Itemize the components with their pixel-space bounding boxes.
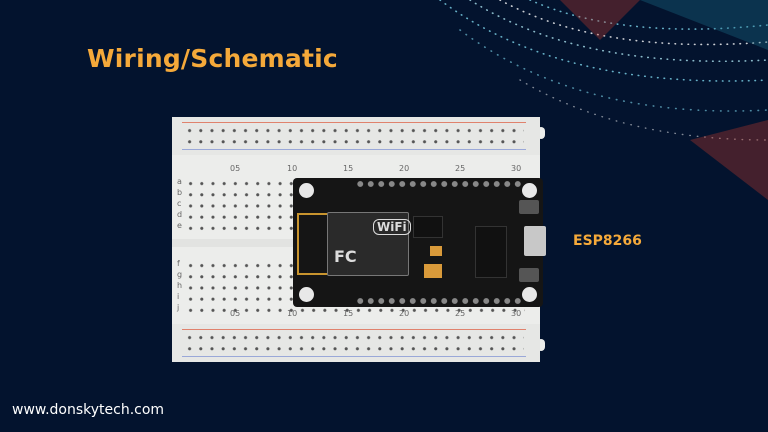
antenna-trace — [297, 213, 329, 275]
component-label: ESP8266 — [573, 233, 642, 249]
row-letter: h — [177, 281, 183, 290]
column-number: 05 — [230, 309, 241, 318]
column-number: 30 — [511, 164, 522, 173]
wifi-logo: WiFi — [373, 219, 411, 235]
column-number: 15 — [343, 164, 354, 173]
slide-title: Wiring/Schematic — [87, 44, 338, 73]
row-letter: d — [177, 210, 183, 219]
flash-button — [519, 200, 539, 214]
website-url: www.donskytech.com — [12, 402, 165, 418]
column-number: 25 — [455, 309, 466, 318]
column-number: 05 — [230, 164, 241, 173]
reset-button — [519, 268, 539, 282]
column-number: 10 — [287, 164, 298, 173]
micro-usb-port — [524, 226, 546, 256]
row-letter: e — [177, 221, 182, 230]
column-number: 30 — [511, 309, 522, 318]
column-number: 20 — [399, 309, 410, 318]
row-letter: b — [177, 188, 183, 197]
row-letter: c — [177, 199, 182, 208]
column-number: 15 — [343, 309, 354, 318]
bottom-power-rail — [172, 324, 540, 362]
row-letter: j — [177, 303, 180, 312]
esp8266-nodemcu-board: WiFi FC — [293, 178, 546, 307]
row-letter: f — [177, 259, 180, 268]
row-letter: i — [177, 292, 180, 301]
column-number: 10 — [287, 309, 298, 318]
row-letter: g — [177, 270, 183, 279]
row-letter: a — [177, 177, 182, 186]
top-power-rail — [172, 117, 540, 155]
column-number: 20 — [399, 164, 410, 173]
esp-12-module: WiFi FC — [297, 206, 411, 276]
fc-logo: FC — [334, 247, 357, 266]
column-number: 25 — [455, 164, 466, 173]
